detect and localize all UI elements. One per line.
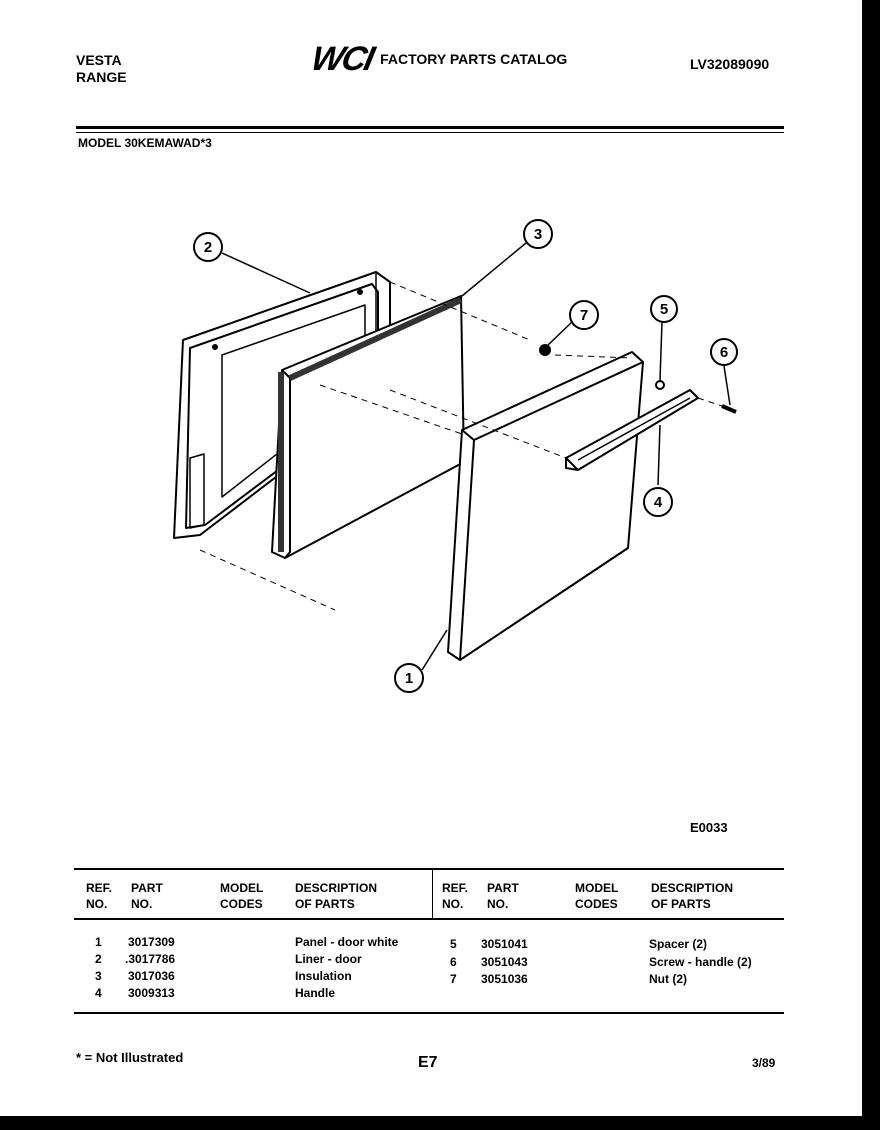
header-text: PART bbox=[131, 881, 163, 895]
catalog-title: FACTORY PARTS CATALOG bbox=[380, 51, 568, 67]
part-description: Nut (2) bbox=[649, 972, 687, 986]
header-ref-no-left: REF. NO. bbox=[86, 880, 112, 912]
table-header-divider bbox=[432, 869, 433, 920]
diagram-code: E0033 bbox=[690, 820, 728, 835]
callout-label-7: 7 bbox=[580, 307, 588, 324]
part-no: 3051041 bbox=[481, 937, 528, 951]
part-no: 3051043 bbox=[481, 955, 528, 969]
header-part-no-right: PART NO. bbox=[487, 880, 519, 912]
ref-no: 7 bbox=[450, 972, 457, 986]
part-description: Screw - handle (2) bbox=[649, 955, 752, 969]
table-header-rule bbox=[74, 918, 784, 920]
header-text: CODES bbox=[220, 897, 263, 911]
header-model-codes-left: MODEL CODES bbox=[220, 880, 263, 912]
header-model-codes-right: MODEL CODES bbox=[575, 880, 618, 912]
header-text: MODEL bbox=[575, 881, 619, 895]
callout-7 bbox=[569, 300, 599, 330]
part-description: Panel - door white bbox=[295, 935, 399, 949]
ref-no: 6 bbox=[450, 955, 457, 969]
callout-2 bbox=[193, 232, 223, 262]
scan-border-bottom bbox=[0, 1116, 880, 1130]
header-description-left: DESCRIPTION OF PARTS bbox=[295, 880, 377, 912]
page-number: E7 bbox=[418, 1054, 438, 1071]
not-illustrated-note: * = Not Illustrated bbox=[76, 1050, 184, 1065]
part-description: Insulation bbox=[295, 969, 352, 983]
header-text: NO. bbox=[487, 897, 509, 911]
screw-part bbox=[721, 404, 737, 414]
header-text: NO. bbox=[131, 897, 153, 911]
callout-3 bbox=[523, 219, 553, 249]
table-top-rule bbox=[74, 868, 784, 870]
ref-no: 4 bbox=[95, 986, 102, 1000]
brand-name: VESTA bbox=[76, 52, 122, 68]
part-no: 3051036 bbox=[481, 972, 528, 986]
callout-label-4: 4 bbox=[654, 494, 663, 511]
door-panel-part bbox=[447, 351, 644, 661]
spacer-part bbox=[655, 380, 665, 390]
header-text: DESCRIPTION bbox=[651, 881, 734, 895]
header-ref-no-right: REF. NO. bbox=[442, 880, 468, 912]
callout-1 bbox=[394, 663, 424, 693]
header-description-right: DESCRIPTION OF PARTS bbox=[651, 880, 733, 912]
exploded-door-diagram: 2 3 7 5 6 4 1 bbox=[173, 219, 738, 693]
callout-label-5: 5 bbox=[660, 301, 668, 318]
nut-part bbox=[539, 344, 551, 356]
revision-date: 3/89 bbox=[752, 1056, 776, 1070]
header-text: REF. bbox=[86, 881, 113, 895]
header-text: OF PARTS bbox=[651, 897, 711, 911]
header-text: CODES bbox=[575, 897, 618, 911]
header-text: MODEL bbox=[220, 881, 264, 895]
part-no: 3017036 bbox=[128, 969, 175, 983]
header-text: NO. bbox=[86, 897, 108, 911]
header-logo-block: WCI FACTORY PARTS CATALOG bbox=[307, 40, 568, 78]
callout-6 bbox=[710, 338, 738, 366]
ref-no: 3 bbox=[95, 969, 102, 983]
scan-border-right bbox=[862, 0, 880, 1130]
callout-label-6: 6 bbox=[720, 344, 728, 361]
part-description: Liner - door bbox=[295, 952, 362, 966]
callout-label-2: 2 bbox=[204, 239, 212, 256]
product-name: RANGE bbox=[76, 69, 127, 85]
callout-label-3: 3 bbox=[534, 226, 542, 243]
ref-no: 1 bbox=[95, 935, 102, 949]
header-rule-thin bbox=[76, 132, 784, 133]
header-text: OF PARTS bbox=[295, 897, 355, 911]
ref-no: 5 bbox=[450, 937, 457, 951]
header-text: PART bbox=[487, 881, 519, 895]
part-description: Spacer (2) bbox=[649, 937, 708, 951]
callout-4 bbox=[643, 487, 673, 517]
part-no: 3017309 bbox=[128, 935, 175, 949]
header-brand-block: VESTA RANGE bbox=[76, 52, 127, 86]
catalog-number: LV32089090 bbox=[690, 56, 770, 72]
callout-5 bbox=[650, 295, 678, 323]
ref-no: 2 bbox=[95, 952, 102, 966]
part-no: .3017786 bbox=[125, 952, 176, 966]
wci-logo: WCI bbox=[307, 40, 377, 78]
callout-label-1: 1 bbox=[405, 670, 413, 687]
part-no: 3009313 bbox=[128, 986, 175, 1000]
header-part-no-left: PART NO. bbox=[131, 880, 163, 912]
table-bottom-rule bbox=[74, 1012, 784, 1014]
header-text: DESCRIPTION bbox=[295, 881, 378, 895]
header-text: REF. bbox=[442, 881, 469, 895]
model-number: MODEL 30KEMAWAD*3 bbox=[78, 136, 212, 150]
part-description: Handle bbox=[295, 986, 336, 1000]
header-text: NO. bbox=[442, 897, 464, 911]
header-rule bbox=[76, 126, 784, 129]
